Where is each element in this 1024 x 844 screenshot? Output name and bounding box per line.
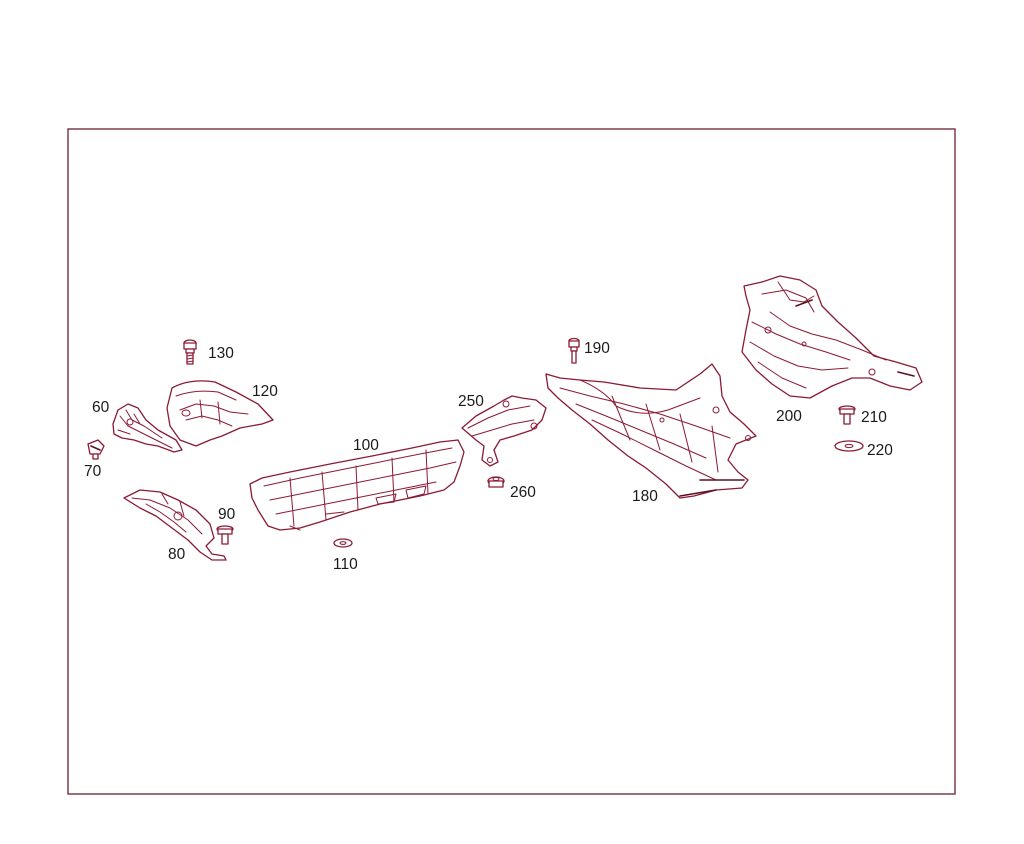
callout-180: 180 (632, 488, 658, 505)
callout-120: 120 (252, 383, 278, 400)
callout-110: 110 (333, 556, 358, 573)
nut-260-icon[interactable] (487, 476, 505, 488)
callout-210: 210 (861, 409, 887, 426)
diagram-frame (67, 128, 956, 795)
callout-200: 200 (776, 408, 802, 425)
heat-shield-100-icon[interactable] (249, 439, 465, 531)
bolt-210-icon[interactable] (838, 405, 856, 425)
callout-70: 70 (84, 463, 102, 480)
washer-110-icon[interactable] (333, 538, 353, 548)
callout-80: 80 (168, 546, 186, 563)
washer-220-icon[interactable] (834, 440, 864, 452)
heat-shield-250-icon[interactable] (461, 395, 547, 467)
bolt-130-icon[interactable] (183, 339, 197, 365)
bolt-90-icon[interactable] (216, 525, 234, 545)
callout-90: 90 (218, 506, 236, 523)
callout-220: 220 (867, 442, 893, 459)
callout-190: 190 (584, 340, 610, 357)
callout-250: 250 (458, 393, 484, 410)
bracket-60-icon[interactable] (112, 403, 183, 453)
bolt-190-icon[interactable] (568, 337, 580, 364)
callout-100: 100 (353, 437, 379, 454)
callout-130: 130 (208, 345, 234, 362)
callout-60: 60 (92, 399, 110, 416)
clip-70-icon[interactable] (87, 439, 105, 460)
callout-260: 260 (510, 484, 536, 501)
heat-shield-180-icon[interactable] (545, 363, 757, 499)
bracket-80-icon[interactable] (123, 489, 227, 561)
heat-shield-120-icon[interactable] (166, 380, 274, 447)
heat-shield-200-icon[interactable] (741, 275, 923, 399)
